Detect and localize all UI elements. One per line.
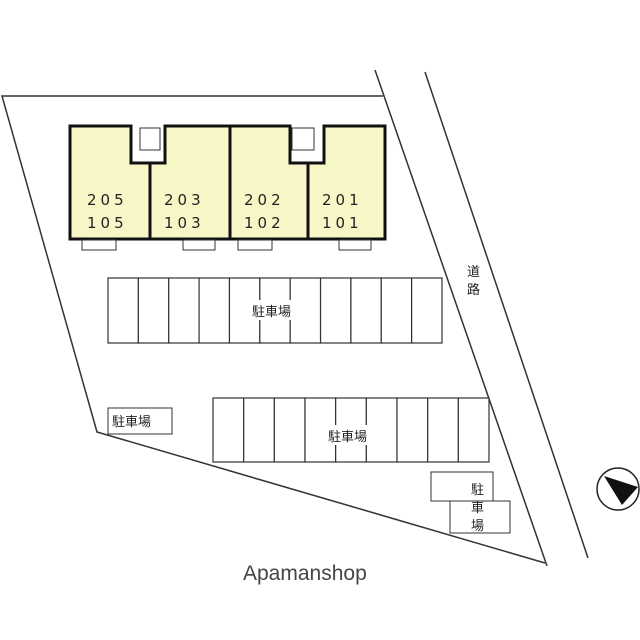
parking-stall (107, 277, 139, 344)
watermark: Apamanshop (243, 562, 367, 585)
road-edge-left (374, 69, 548, 567)
parking-stall (137, 277, 170, 344)
parking-corner-b (449, 500, 511, 534)
unit-label-lower: 102 (244, 214, 285, 232)
north-arrow-icon (596, 467, 640, 511)
parking-label-corner: 車 (471, 501, 484, 516)
parking-stall (198, 277, 231, 344)
parking-stall (411, 277, 443, 344)
parking-stall (212, 397, 245, 463)
building: 205 105 203 103 202 102 201 101 (68, 124, 387, 251)
unit-label-upper: 202 (244, 191, 285, 209)
parking-stall (243, 397, 275, 463)
unit-label-lower: 101 (322, 214, 363, 232)
unit-label-upper: 203 (164, 191, 205, 209)
parking-label-corner: 駐 (471, 483, 484, 498)
parking-label-left: 駐車場 (112, 415, 151, 430)
parking-label-lower: 駐車場 (328, 430, 367, 445)
parking-left (107, 407, 173, 435)
parking-stall (168, 277, 200, 344)
unit-label-upper: 201 (322, 191, 363, 209)
parking-stall (319, 277, 352, 344)
road-label: 道 (467, 265, 480, 280)
parking-label-corner: 場 (471, 519, 484, 534)
parking-stall (427, 397, 459, 463)
unit-201-101 (306, 124, 387, 241)
parking-stall (350, 277, 382, 344)
parking-label-main: 駐車場 (252, 305, 291, 320)
lot-boundary (1, 95, 546, 564)
parking-stall (380, 277, 413, 344)
unit-label-upper: 205 (87, 191, 128, 209)
unit-label-lower: 105 (87, 214, 128, 232)
road-edge-right (424, 71, 589, 559)
parking-stall (273, 397, 306, 463)
parking-stall (396, 397, 429, 463)
parking-corner-a (430, 471, 494, 502)
parking-stall (457, 397, 490, 463)
unit-label-lower: 103 (164, 214, 205, 232)
road-label: 路 (467, 282, 480, 298)
